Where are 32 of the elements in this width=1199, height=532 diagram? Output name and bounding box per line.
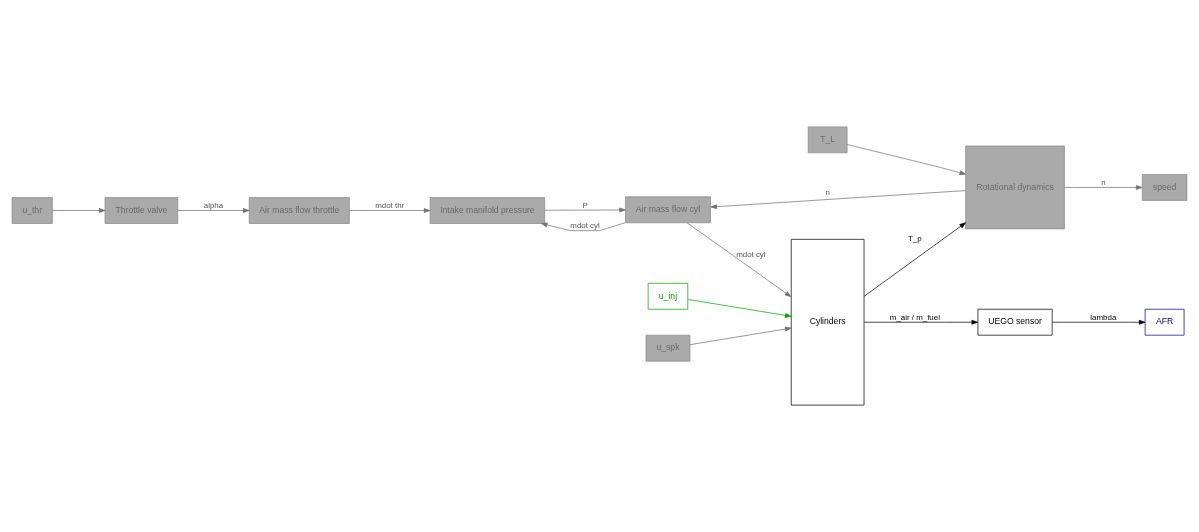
arrow: [686, 222, 792, 297]
edge-label: m_air / m_fuel: [889, 312, 940, 322]
arrow: [1051, 319, 1146, 325]
arrow: [863, 222, 966, 297]
arrow: [710, 190, 966, 210]
arrow: [689, 326, 792, 346]
edge-label: alpha: [203, 201, 224, 211]
arrow: [541, 222, 626, 232]
node-box: AFR: [1144, 308, 1185, 336]
arrow: [687, 299, 792, 318]
node-box: T_L: [807, 126, 848, 154]
edge-label: mdot thr: [375, 201, 405, 211]
node-box: Rotational dynamics: [965, 145, 1065, 230]
arrow: [52, 208, 106, 213]
node-box: Cylinders: [790, 238, 865, 406]
node-box: Throttle valve: [104, 197, 179, 224]
arrow: [544, 207, 626, 213]
arrow: [846, 144, 966, 176]
node-box: u_inj: [647, 282, 689, 310]
arrow: [1064, 185, 1143, 190]
edge-label: n: [825, 188, 830, 198]
edge-label: n: [1101, 178, 1106, 188]
arrow: [863, 319, 978, 325]
arrow: [177, 208, 250, 213]
node-box: UEGO sensor: [977, 308, 1053, 336]
arrow: [349, 208, 431, 213]
edge-label: T_p: [908, 233, 922, 243]
node-box: u_spk: [645, 334, 691, 362]
edge-label: P: [582, 201, 588, 211]
edge-label: lambda: [1090, 312, 1117, 322]
edge-label: mdot cyl: [570, 221, 600, 231]
edge-label: mdot cyl: [736, 250, 766, 260]
